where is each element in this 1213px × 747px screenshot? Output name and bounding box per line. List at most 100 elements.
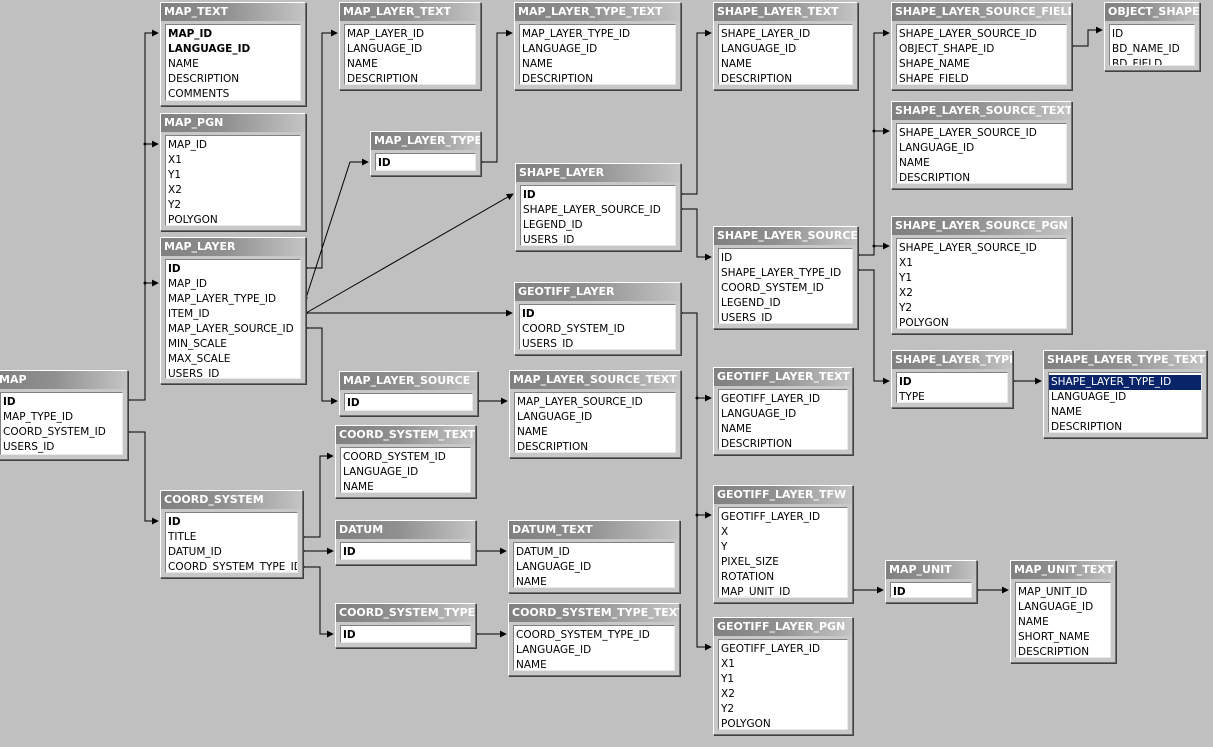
- field-row[interactable]: POLYGON: [168, 214, 218, 226]
- field-row[interactable]: X1: [899, 257, 913, 269]
- field-row[interactable]: SHAPE_LAYER_TYPE_ID: [721, 267, 842, 279]
- table-title[interactable]: MAP_LAYER_TYPE: [371, 132, 480, 150]
- field-row[interactable]: Y1: [168, 169, 182, 181]
- field-row[interactable]: TYPE: [899, 391, 925, 403]
- field-row[interactable]: LANGUAGE_ID: [516, 644, 592, 656]
- field-row[interactable]: POLYGON: [899, 317, 949, 329]
- table-title[interactable]: SHAPE_LAYER_SOURCE_TEXT: [892, 102, 1071, 120]
- table-title[interactable]: MAP_LAYER_SOURCE_TEXT: [510, 371, 680, 389]
- table-shape-layer-source-pgn[interactable]: SHAPE_LAYER_SOURCE_PGN SHAPE_LAYER_SOURCE…: [891, 216, 1072, 334]
- field-row[interactable]: NAME: [721, 58, 752, 70]
- field-row[interactable]: SHAPE_LAYER_ID: [721, 28, 811, 40]
- field-row[interactable]: MAP_LAYER_SOURCE_ID: [168, 323, 294, 335]
- field-row[interactable]: ID: [1112, 28, 1124, 40]
- field-row[interactable]: COORD_SYSTEM_TYPE_ID: [168, 561, 298, 573]
- field-list[interactable]: ID: [344, 393, 473, 411]
- field-row[interactable]: LANGUAGE_ID: [522, 43, 598, 55]
- field-row[interactable]: COORD_SYSTEM_TYPE_ID: [516, 629, 650, 641]
- field-row[interactable]: X1: [721, 658, 735, 670]
- field-row[interactable]: LEGEND_ID: [721, 297, 781, 309]
- field-row[interactable]: ID: [347, 397, 360, 409]
- field-row[interactable]: NAME: [1018, 616, 1049, 628]
- field-row[interactable]: Y2: [899, 302, 913, 314]
- field-row[interactable]: TITLE: [168, 531, 197, 543]
- field-row[interactable]: USERS_ID: [523, 234, 575, 246]
- field-row[interactable]: ID: [3, 396, 16, 408]
- table-title[interactable]: SHAPE_LAYER_SOURCE_PGN: [892, 217, 1071, 235]
- field-row[interactable]: ID: [343, 546, 356, 558]
- field-row[interactable]: ID: [343, 629, 356, 641]
- field-row[interactable]: DESCRIPTION: [721, 438, 793, 450]
- table-title[interactable]: GEOTIFF_LAYER_TFW: [714, 486, 852, 504]
- field-row[interactable]: LANGUAGE_ID: [347, 43, 423, 55]
- table-title[interactable]: MAP_LAYER_SOURCE: [340, 372, 477, 390]
- field-row[interactable]: USERS_ID: [721, 312, 773, 324]
- field-list[interactable]: ID: [375, 153, 476, 171]
- field-row[interactable]: MAP_LAYER_SOURCE_ID: [517, 396, 643, 408]
- field-row[interactable]: POLYGON: [721, 718, 771, 730]
- field-row[interactable]: LANGUAGE_ID: [168, 43, 251, 55]
- field-row[interactable]: SHAPE_LAYER_SOURCE_ID: [899, 242, 1037, 254]
- field-row[interactable]: MAP_LAYER_ID: [347, 28, 425, 40]
- table-title[interactable]: GEOTIFF_LAYER_PGN: [714, 618, 852, 636]
- field-row[interactable]: ROTATION: [721, 571, 775, 583]
- field-row[interactable]: ID: [899, 376, 912, 388]
- field-row[interactable]: Y1: [899, 272, 913, 284]
- table-title[interactable]: MAP: [0, 371, 127, 389]
- field-row[interactable]: SHAPE_LAYER_SOURCE_ID: [523, 204, 661, 216]
- table-map-layer-source[interactable]: MAP_LAYER_SOURCE ID: [339, 371, 478, 416]
- field-row[interactable]: X2: [168, 184, 182, 196]
- field-list[interactable]: ID TYPE: [896, 372, 1008, 403]
- field-row[interactable]: MAP_ID: [168, 28, 213, 40]
- table-title[interactable]: OBJECT_SHAPE: [1105, 3, 1199, 21]
- field-row[interactable]: COORD_SYSTEM_ID: [522, 323, 625, 335]
- field-list[interactable]: ID: [890, 582, 972, 598]
- field-row[interactable]: MAP_LAYER_TYPE_ID: [168, 293, 277, 305]
- field-row[interactable]: LANGUAGE_ID: [517, 411, 593, 423]
- field-row[interactable]: LANGUAGE_ID: [721, 43, 797, 55]
- field-row[interactable]: DESCRIPTION: [899, 172, 971, 184]
- field-row[interactable]: ID: [893, 586, 906, 598]
- field-list[interactable]: SHAPE_LAYER_ID LANGUAGE_ID NAME DESCRIPTION: [718, 24, 853, 85]
- field-row[interactable]: SHAPE_LAYER_SOURCE_ID: [899, 28, 1037, 40]
- field-list[interactable]: ID: [340, 625, 471, 643]
- field-row[interactable]: LANGUAGE_ID: [721, 408, 797, 420]
- field-row[interactable]: NAME: [899, 157, 930, 169]
- field-row[interactable]: DESCRIPTION: [1018, 646, 1090, 658]
- field-row[interactable]: DESCRIPTION: [721, 73, 793, 85]
- table-title[interactable]: DATUM_TEXT: [509, 521, 679, 539]
- field-row[interactable]: SHAPE_FIELD: [899, 73, 969, 85]
- field-row[interactable]: MIN_SCALE: [168, 338, 227, 350]
- field-row[interactable]: GEOTIFF_LAYER_ID: [721, 511, 821, 523]
- field-row[interactable]: Y2: [721, 703, 735, 715]
- table-title[interactable]: MAP_LAYER: [161, 238, 305, 256]
- field-row[interactable]: GEOTIFF_LAYER_ID: [721, 643, 821, 655]
- field-row[interactable]: Y2: [168, 199, 182, 211]
- field-row[interactable]: MAP_ID: [168, 139, 208, 151]
- field-row[interactable]: COMMENTS: [168, 88, 230, 100]
